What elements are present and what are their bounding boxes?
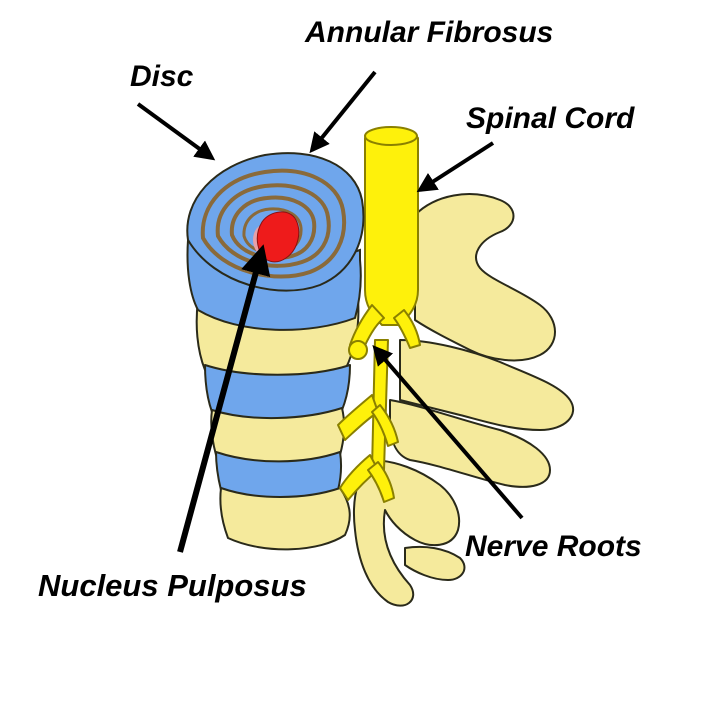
lower-process [404, 545, 466, 581]
nerve-root-right-middle [371, 404, 399, 447]
disc-label: Disc [130, 60, 194, 93]
pointer-arrows [136, 70, 524, 553]
nerve-root-right-lower [367, 461, 395, 503]
arrow-nucleus-pulposus [177, 244, 271, 553]
annular-fibrosus-label: Annular Fibrosus [305, 16, 554, 49]
arrow-spinal-cord [416, 141, 495, 193]
nerve-root-knob [348, 340, 368, 360]
nerve-roots-label: Nerve Roots [465, 530, 642, 563]
spinal-cord-group [337, 126, 421, 503]
nerve-root-left-middle [337, 394, 379, 441]
arrow-nerve-roots [372, 344, 524, 520]
transverse-process-top [414, 193, 556, 362]
spinal-cord [364, 128, 419, 326]
vertebral-body-lower [219, 487, 351, 551]
arrow-annular-fibrosus [309, 70, 377, 154]
disc-top [186, 152, 365, 331]
arrow-disc [136, 102, 216, 161]
spinal-cord-top [364, 126, 418, 146]
spinal-cord-label: Spinal Cord [466, 102, 635, 135]
spinous-process [352, 459, 460, 607]
nerve-root-right-top [393, 309, 421, 349]
transverse-process-middle [399, 339, 575, 431]
transverse-process-lower [389, 399, 551, 488]
vertebral-column [195, 299, 360, 551]
nucleus-pulposus-label: Nucleus Pulposus [38, 568, 307, 603]
vertebral-processes [352, 193, 575, 607]
